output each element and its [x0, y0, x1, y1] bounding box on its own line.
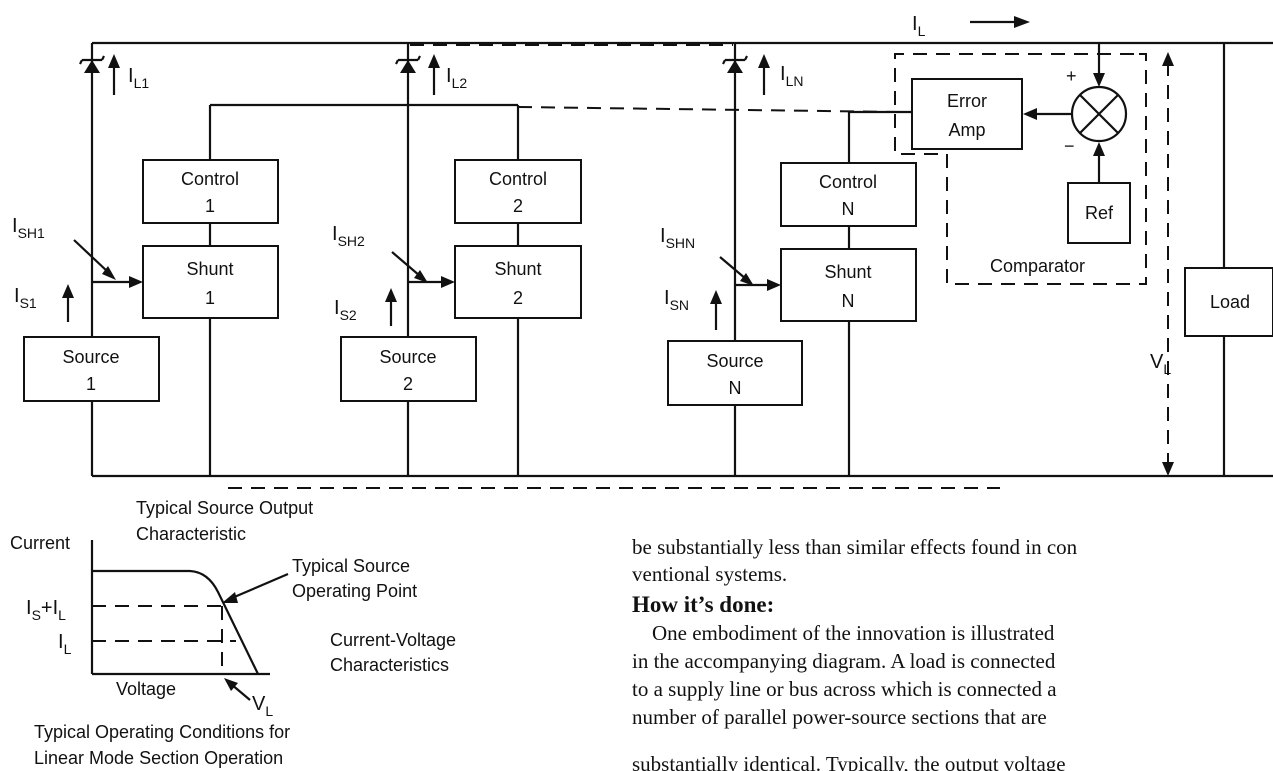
control-line-dashed [517, 106, 901, 113]
source-n-box [667, 340, 803, 406]
branch-2-shunt-current: ISH2 [332, 223, 365, 249]
il-label: IL [58, 631, 72, 657]
control-1-number: 1 [205, 196, 215, 216]
control-1-box [142, 159, 279, 224]
control-2-box [454, 159, 582, 224]
source-1-label: Source [62, 347, 119, 367]
control-n-number: N [842, 199, 855, 219]
control-2-number: 2 [513, 196, 523, 216]
ref-box [1067, 182, 1131, 244]
diode-icon [395, 55, 421, 73]
source-n-label: Source [706, 351, 763, 371]
source-n-number: N [729, 378, 742, 398]
comparator-label: Comparator [990, 256, 1085, 276]
plot-caption: Typical Operating Conditions for [34, 722, 290, 742]
svg-text:IL: IL [912, 13, 926, 39]
y-axis-label: Current [10, 533, 70, 553]
is-plus-il-label: IS+IL [26, 597, 66, 623]
x-axis-label: Voltage [116, 679, 176, 699]
control-1-label: Control [181, 169, 239, 189]
source-2-number: 2 [403, 374, 413, 394]
source-2-box [340, 336, 477, 402]
source-1-number: 1 [86, 374, 96, 394]
body-text: be substantially less than similar effec… [632, 535, 1078, 771]
error-amp-box [911, 78, 1023, 150]
body-line: in the accompanying diagram. A load is c… [632, 649, 1056, 673]
up-arrow-icon [108, 54, 120, 95]
shunt-1-label: Shunt [186, 259, 233, 279]
characteristic-plot: Typical Source Output Characteristic Cur… [10, 498, 456, 768]
section-heading: How it’s done: [632, 592, 774, 617]
source-1-box [23, 336, 160, 402]
branch-2: IL2 Control 2 Shunt 2 ISH2 IS2 Source 2 [332, 43, 582, 476]
body-line: number of parallel power-source sections… [632, 705, 1047, 729]
characteristic-title-2: Characteristic [136, 524, 246, 544]
up-arrow-icon [758, 54, 770, 95]
load-box [1184, 267, 1273, 337]
body-line: to a supply line or bus across which is … [632, 677, 1057, 701]
shunt-2-box [454, 245, 582, 319]
diode-icon [79, 55, 105, 73]
source-2-label: Source [379, 347, 436, 367]
operating-point-label: Typical Source [292, 556, 410, 576]
load-voltage-label: VL [1150, 351, 1171, 377]
comparator-group: Error Amp + − Ref Comparator [894, 43, 1147, 285]
control-n-box [780, 162, 917, 227]
load-label: Load [1210, 292, 1250, 312]
branch-n-shunt-current: ISHN [660, 225, 695, 251]
error-amp-label-2: Amp [948, 120, 985, 140]
load-group: Load VL [1150, 43, 1273, 476]
shunt-2-number: 2 [513, 288, 523, 308]
summing-junction-icon [1070, 85, 1128, 143]
plus-sign: + [1066, 66, 1077, 86]
operating-point-label-2: Operating Point [292, 581, 417, 601]
load-current-label: IL [912, 13, 926, 39]
shunt-n-number: N [842, 291, 855, 311]
intro-text: be substantially less than similar effec… [632, 535, 1078, 559]
cv-label-2: Characteristics [330, 655, 449, 675]
diode-icon [722, 55, 748, 73]
intro-text-cont: ventional systems. [632, 562, 787, 586]
error-amp-label: Error [947, 91, 987, 111]
characteristic-title: Typical Source Output [136, 498, 313, 518]
shunt-n-label: Shunt [824, 262, 871, 282]
control-2-label: Control [489, 169, 547, 189]
branch-2-source-current: IS2 [334, 297, 357, 323]
shunt-2-label: Shunt [494, 259, 541, 279]
branch-n: ILN Control N Shunt N ISHN ISN Source N [660, 43, 917, 476]
shunt-1-number: 1 [205, 288, 215, 308]
up-arrow-icon [428, 54, 440, 95]
control-n-label: Control [819, 172, 877, 192]
branch-1-diode-current: IL1 [128, 65, 149, 91]
branch-1-shunt-current: ISH1 [12, 215, 45, 241]
vl-label: VL [252, 693, 273, 719]
branch-n-source-current: ISN [664, 287, 689, 313]
shunt-1-box [142, 245, 279, 319]
plot-caption-2: Linear Mode Section Operation [34, 748, 283, 768]
ref-label: Ref [1085, 203, 1114, 223]
body-line: substantially identical. Typically, the … [632, 752, 1066, 771]
branch-2-diode-current: IL2 [446, 65, 467, 91]
load-current-arrow [970, 16, 1030, 28]
branch-n-diode-current: ILN [780, 63, 803, 89]
branch-1-source-current: IS1 [14, 285, 37, 311]
cv-label: Current-Voltage [330, 630, 456, 650]
shunt-n-box [780, 248, 917, 322]
body-line: One embodiment of the innovation is illu… [652, 621, 1055, 645]
minus-sign: − [1064, 136, 1075, 156]
branch-1: IL1 Control 1 Shunt 1 ISH1 IS1 Source 1 [12, 43, 279, 476]
